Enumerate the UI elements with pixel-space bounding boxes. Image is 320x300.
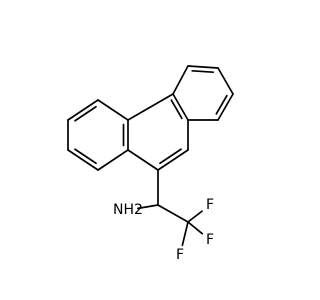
bond-c5-c6-inner — [74, 105, 97, 122]
bond-c10a-c5 — [97, 99, 129, 121]
bond-ch-cf3 — [157, 204, 189, 223]
fluorine-label: F — [206, 232, 214, 248]
bond-c1-c2-inner — [191, 69, 215, 74]
fluorine-label: F — [176, 247, 184, 263]
bond-cf3-f3 — [181, 221, 189, 247]
bond-c3-c4-inner — [215, 94, 228, 115]
bond-c3-c4 — [217, 93, 234, 121]
bond-c1-c2 — [187, 65, 219, 69]
bond-c9-c10-inner — [159, 148, 182, 165]
bond-c5-c6 — [67, 99, 99, 121]
bond-c10-c8 — [127, 149, 159, 171]
bond-c8a-c1 — [172, 65, 189, 95]
bond-c4a-c8a — [172, 93, 189, 121]
bond-cf3-f1 — [187, 210, 203, 223]
bond-c7b-c8 — [97, 149, 129, 171]
bond-c2-c3 — [217, 67, 234, 95]
bond-c4a-c8a-inner — [170, 99, 183, 120]
nh2-label: NH2 — [113, 202, 143, 218]
bond-c10a-c8a — [127, 93, 174, 121]
bond-c7-c7b-inner — [74, 148, 97, 165]
bond-cf3-f2 — [187, 221, 204, 235]
bond-c9-c10 — [157, 149, 189, 171]
fluorine-label: F — [206, 197, 214, 213]
bond-c7-c7b — [67, 149, 99, 171]
bonds-layer — [67, 65, 234, 247]
bond-ch-n — [137, 204, 159, 210]
